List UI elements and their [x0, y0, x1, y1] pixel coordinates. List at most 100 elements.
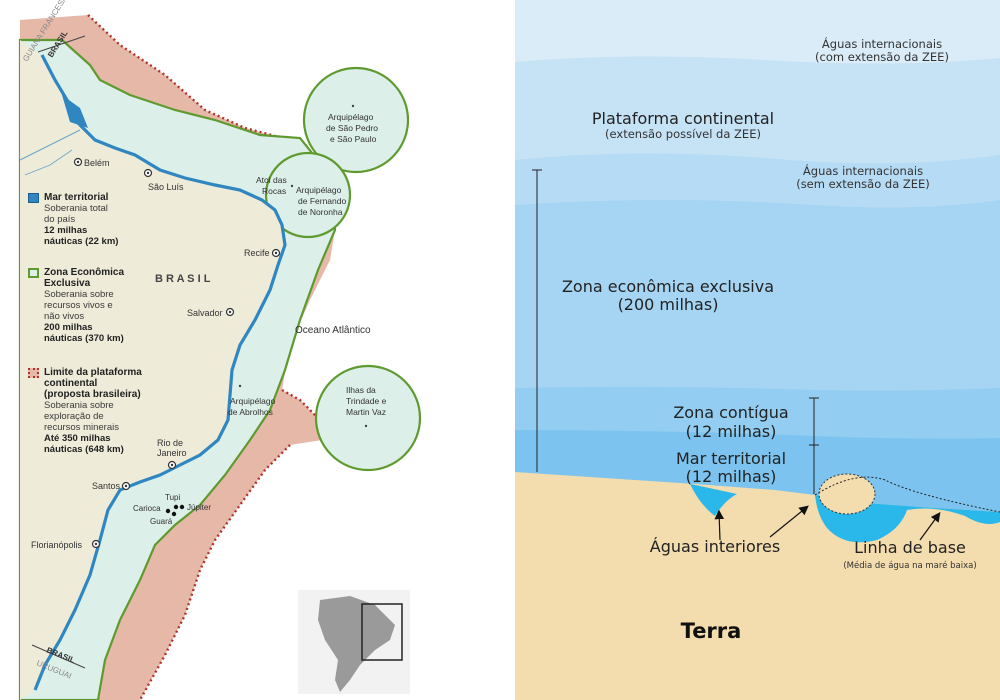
legend-plataforma-l2: exploração de [44, 411, 104, 422]
legend-plataforma-l1: Soberania sobre [44, 400, 114, 411]
field-tupi: Tupi [165, 493, 180, 502]
legend-territorial-b1: 12 milhas [44, 225, 88, 236]
svg-text:São Luís: São Luís [148, 182, 184, 192]
platform-limit-line [87, 14, 321, 700]
svg-text:de Fernando: de Fernando [298, 196, 346, 206]
map-canvas: GUIANA FRANCESA BRASIL BRASIL URUGUAI Be… [18, 0, 422, 700]
contigua-label-l2: (12 milhas) [686, 422, 777, 441]
south-border-line [31, 644, 86, 669]
svg-text:Florianópolis: Florianópolis [31, 540, 83, 550]
intl-with-zee-l1: Águas internacionais [822, 36, 942, 51]
legend-zee-t1: Zona Econômica [44, 267, 125, 278]
svg-text:Recife: Recife [244, 248, 270, 258]
locator-frame [361, 603, 403, 661]
territorial-swatch [28, 193, 39, 203]
svg-text:de Noronha: de Noronha [298, 207, 343, 217]
interior-waters-left [690, 484, 737, 516]
field-guara: Guará [150, 517, 173, 526]
island [818, 473, 876, 515]
locator-inset [298, 590, 410, 694]
city-florianopolis: Florianópolis [31, 539, 101, 550]
zee-label-l1: Zona econômica exclusiva [562, 277, 774, 296]
terra-label: Terra [681, 619, 742, 643]
north-border-line [37, 35, 86, 53]
legend-zee-b2: náuticas (370 km) [44, 333, 124, 344]
legend-zee-l3: não vivos [44, 311, 85, 322]
svg-text:Atol das: Atol das [256, 175, 287, 185]
atol-rocas-label: Atol das Rocas [256, 175, 287, 196]
svg-text:Janeiro: Janeiro [157, 448, 187, 458]
svg-text:Rocas: Rocas [262, 186, 286, 196]
svg-text:Santos: Santos [92, 481, 121, 491]
sao-pedro-label: Arquipélago de São Pedro e São Paulo [326, 104, 378, 144]
amazon-river [19, 129, 81, 161]
platform-label-l2: (extensão possível da ZEE) [605, 127, 761, 141]
territorial-label-l1: Mar territorial [676, 449, 786, 468]
svg-text:Arquipélago: Arquipélago [296, 185, 342, 195]
svg-text:Martin Vaz: Martin Vaz [346, 407, 386, 417]
svg-text:e São Paulo: e São Paulo [330, 134, 377, 144]
svg-text:de Abrolhos: de Abrolhos [228, 407, 273, 417]
trindade-label: Ilhas da Trindade e Martin Vaz [346, 385, 387, 428]
river-branch [24, 149, 73, 176]
field-carioca: Carioca [133, 504, 161, 513]
legend-plataforma-l3: recursos minerais [44, 422, 119, 433]
legend-territorial-l1: Soberania total [44, 203, 108, 214]
oil-fields: Tupi Carioca Júpiter Guará [133, 493, 211, 526]
sao-pedro-zee-circle [302, 66, 410, 174]
legend-zee-l2: recursos vivos e [44, 300, 113, 311]
intl-without-zee-l1: Águas internacionais [803, 163, 923, 178]
legend-plataforma-b2: náuticas (648 km) [44, 444, 124, 455]
baseline-label: Linha de base [854, 538, 966, 557]
amazon-estuary [62, 95, 88, 128]
svg-text:Trindade e: Trindade e [346, 396, 387, 406]
trindade-zee-circle [314, 364, 422, 472]
zee-swatch [28, 268, 39, 278]
city-belem: Belém [73, 157, 110, 168]
svg-text:Rio de: Rio de [157, 438, 183, 448]
diagram-canvas: Águas internacionais (com extensão da ZE… [515, 0, 1000, 700]
svg-text:Salvador: Salvador [187, 308, 223, 318]
city-rio: Rio de Janeiro [157, 438, 187, 470]
land-area [20, 40, 285, 700]
legend-territorial-title: Mar territorial [44, 192, 109, 203]
interiores-arrow-left [714, 509, 725, 541]
legend-zee-l1: Soberania sobre [44, 289, 114, 300]
svg-text:Arquipélago: Arquipélago [328, 112, 374, 122]
territorial-sea-line [33, 54, 287, 691]
noronha-zee-circle [264, 151, 352, 239]
brazil-maritime-map: GUIANA FRANCESA BRASIL BRASIL URUGUAI Be… [18, 0, 422, 700]
plataforma-swatch [28, 368, 39, 378]
platform-label-l1: Plataforma continental [592, 109, 774, 128]
legend-zee-t2: Exclusiva [44, 278, 91, 289]
city-salvador: Salvador [187, 307, 235, 318]
legend-plataforma-t1: Limite da plataforma [44, 367, 142, 378]
field-jupiter: Júpiter [187, 503, 211, 512]
contigua-label-l1: Zona contígua [673, 403, 788, 422]
legend-plataforma-t2: continental [44, 378, 98, 389]
legend-plataforma-b1: Até 350 milhas [44, 433, 111, 444]
svg-text:Belém: Belém [84, 158, 110, 168]
maritime-zones-diagram: Águas internacionais (com extensão da ZE… [515, 0, 1000, 700]
city-recife: Recife [244, 248, 281, 258]
legend-zee-b1: 200 milhas [44, 322, 93, 333]
legend-zee: Zona Econômica Exclusiva Soberania sobre… [28, 267, 124, 344]
baseline-arrow [919, 512, 941, 541]
legend-territorial-b2: náuticas (22 km) [44, 236, 119, 247]
abrolhos-label: Arquipélago de Abrolhos [228, 384, 276, 417]
zee-label-l2: (200 milhas) [618, 295, 719, 314]
noronha-label: Arquipélago de Fernando de Noronha [290, 184, 346, 217]
ocean-label: Oceano Atlântico [295, 325, 371, 336]
legend-plataforma: Limite da plataforma continental (propos… [28, 367, 142, 455]
baseline-line [814, 476, 1000, 513]
intl-with-zee-l2: (com extensão da ZEE) [815, 50, 949, 64]
city-sao-luis: São Luís [143, 168, 184, 192]
legend-territorial: Mar territorial Soberania total do país … [28, 192, 118, 247]
legend-territorial-l2: do país [44, 214, 76, 225]
city-santos: Santos [92, 481, 131, 491]
baseline-note: (Média de água na maré baixa) [843, 560, 976, 571]
legend-plataforma-t3: (proposta brasileira) [44, 389, 141, 400]
svg-text:Ilhas da: Ilhas da [346, 385, 376, 395]
svg-text:Arquipélago: Arquipélago [230, 396, 276, 406]
interiores-label: Águas interiores [650, 537, 780, 556]
